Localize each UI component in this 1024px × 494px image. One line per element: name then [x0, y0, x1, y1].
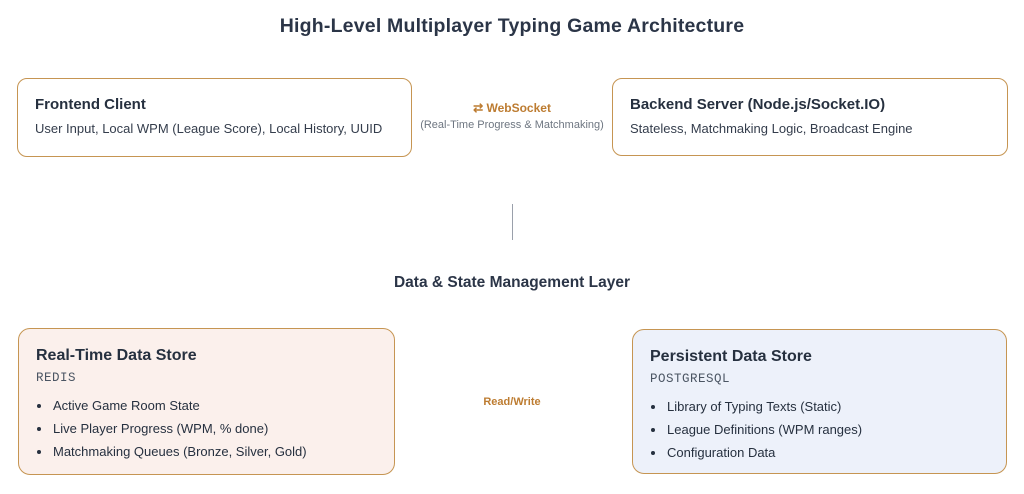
frontend-client-subtitle: User Input, Local WPM (League Score), Lo…: [35, 121, 383, 136]
realtime-store-title: Real-Time Data Store: [36, 347, 197, 364]
list-item: League Definitions (WPM ranges): [650, 422, 989, 438]
websocket-sublabel: (Real-Time Progress & Matchmaking): [420, 119, 604, 131]
list-item-label: Library of Typing Texts (Static): [667, 399, 842, 414]
bullet-icon: [651, 451, 655, 455]
bidirectional-arrows-icon: ⇄: [473, 101, 484, 115]
persistent-data-store-box: Persistent Data Store POSTGRESQL Library…: [632, 329, 1007, 474]
websocket-label-text: WebSocket: [486, 101, 551, 115]
list-item-label: Matchmaking Queues (Bronze, Silver, Gold…: [53, 444, 307, 459]
persistent-store-technology: POSTGRESQL: [650, 372, 731, 386]
backend-server-title: Backend Server (Node.js/Socket.IO): [630, 96, 886, 113]
list-item-label: Active Game Room State: [53, 398, 200, 413]
websocket-label: ⇄ WebSocket: [412, 101, 612, 116]
backend-server-box: Backend Server (Node.js/Socket.IO) State…: [612, 78, 1008, 156]
list-item: Configuration Data: [650, 445, 989, 461]
list-item-label: Configuration Data: [667, 445, 776, 460]
list-item-label: Live Player Progress (WPM, % done): [53, 421, 269, 436]
bullet-icon: [37, 404, 41, 408]
websocket-connection-label: ⇄ WebSocket (Real-Time Progress & Matchm…: [412, 101, 612, 133]
list-item-label: League Definitions (WPM ranges): [667, 422, 863, 437]
bullet-icon: [651, 405, 655, 409]
connector-line: [512, 204, 513, 240]
realtime-data-store-box: Real-Time Data Store REDIS Active Game R…: [18, 328, 395, 475]
frontend-client-title: Frontend Client: [35, 96, 146, 113]
list-item: Library of Typing Texts (Static): [650, 399, 989, 415]
frontend-client-box: Frontend Client User Input, Local WPM (L…: [17, 78, 412, 157]
bullet-icon: [651, 428, 655, 432]
persistent-store-list: Library of Typing Texts (Static) League …: [650, 399, 989, 461]
backend-server-subtitle: Stateless, Matchmaking Logic, Broadcast …: [630, 121, 913, 136]
bullet-icon: [37, 450, 41, 454]
list-item: Live Player Progress (WPM, % done): [36, 421, 377, 437]
realtime-store-list: Active Game Room State Live Player Progr…: [36, 398, 377, 460]
bullet-icon: [37, 427, 41, 431]
read-write-label: Read/Write: [483, 396, 541, 408]
persistent-store-title: Persistent Data Store: [650, 348, 812, 365]
list-item: Matchmaking Queues (Bronze, Silver, Gold…: [36, 444, 377, 460]
realtime-store-technology: REDIS: [36, 371, 77, 385]
page-title: High-Level Multiplayer Typing Game Archi…: [279, 15, 745, 37]
data-layer-heading: Data & State Management Layer: [393, 274, 631, 291]
list-item: Active Game Room State: [36, 398, 377, 414]
